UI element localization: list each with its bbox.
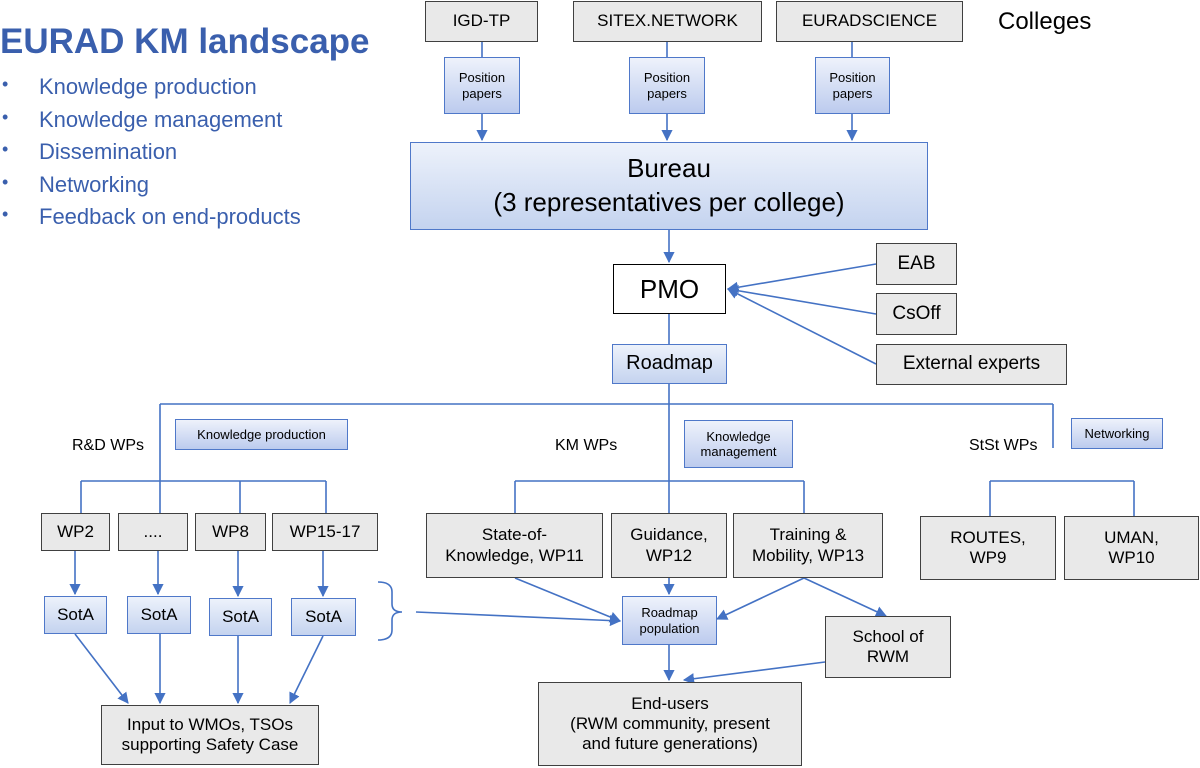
school-rwm-box: School of RWM bbox=[825, 616, 951, 678]
position-papers-sitex: Position papers bbox=[629, 57, 705, 114]
bullet-item: Knowledge production bbox=[0, 74, 301, 107]
bullet-item: Knowledge management bbox=[0, 107, 301, 140]
position-papers-igd-tp: Position papers bbox=[444, 57, 520, 114]
sota-box: SotA bbox=[291, 598, 356, 636]
stst-wps-label: StSt WPs bbox=[969, 437, 1038, 454]
sota-box: SotA bbox=[209, 598, 272, 636]
sota-box: SotA bbox=[127, 596, 191, 634]
advisor-eab: EAB bbox=[876, 243, 957, 285]
km-wps-label: KM WPs bbox=[555, 437, 618, 454]
km-wp12-box: Guidance, WP12 bbox=[611, 513, 727, 578]
tag-knowledge-production: Knowledge production bbox=[175, 419, 348, 450]
stst-wp9-box: ROUTES, WP9 bbox=[920, 516, 1056, 580]
advisor-csoff: CsOff bbox=[876, 293, 957, 335]
page-title: EURAD KM landscape bbox=[0, 22, 370, 61]
bureau-box: Bureau (3 representatives per college) bbox=[410, 142, 928, 230]
bullet-item: Networking bbox=[0, 172, 301, 205]
roadmap-box: Roadmap bbox=[612, 344, 727, 384]
position-papers-euradscience: Position papers bbox=[815, 57, 890, 114]
wp-box-wp2: WP2 bbox=[41, 513, 110, 551]
input-wmos-box: Input to WMOs, TSOs supporting Safety Ca… bbox=[101, 705, 319, 765]
wp-box-wp15-17: WP15-17 bbox=[272, 513, 378, 551]
college-euradscience: EURADSCIENCE bbox=[776, 1, 963, 42]
end-users-box: End-users (RWM community, present and fu… bbox=[538, 682, 802, 766]
advisor-external-experts: External experts bbox=[876, 344, 1067, 385]
wp-box-wp8: WP8 bbox=[195, 513, 266, 551]
km-wp13-box: Training & Mobility, WP13 bbox=[733, 513, 883, 578]
bullet-item: Feedback on end-products bbox=[0, 204, 301, 237]
tag-knowledge-management: Knowledge management bbox=[684, 420, 793, 468]
tag-networking: Networking bbox=[1071, 418, 1163, 449]
wp-box-ellipsis: .... bbox=[118, 513, 188, 551]
roadmap-population-box: Roadmap population bbox=[622, 596, 717, 645]
stst-wp10-box: UMAN, WP10 bbox=[1064, 516, 1199, 580]
rd-wps-label: R&D WPs bbox=[72, 437, 144, 454]
bullet-list: Knowledge production Knowledge managemen… bbox=[0, 74, 301, 237]
bullet-item: Dissemination bbox=[0, 139, 301, 172]
km-wp11-box: State-of- Knowledge, WP11 bbox=[426, 513, 603, 578]
colleges-label: Colleges bbox=[998, 8, 1092, 35]
college-igd-tp: IGD-TP bbox=[425, 1, 538, 42]
sota-box: SotA bbox=[44, 596, 107, 634]
college-sitex-network: SITEX.NETWORK bbox=[573, 1, 762, 42]
pmo-box: PMO bbox=[613, 264, 726, 314]
